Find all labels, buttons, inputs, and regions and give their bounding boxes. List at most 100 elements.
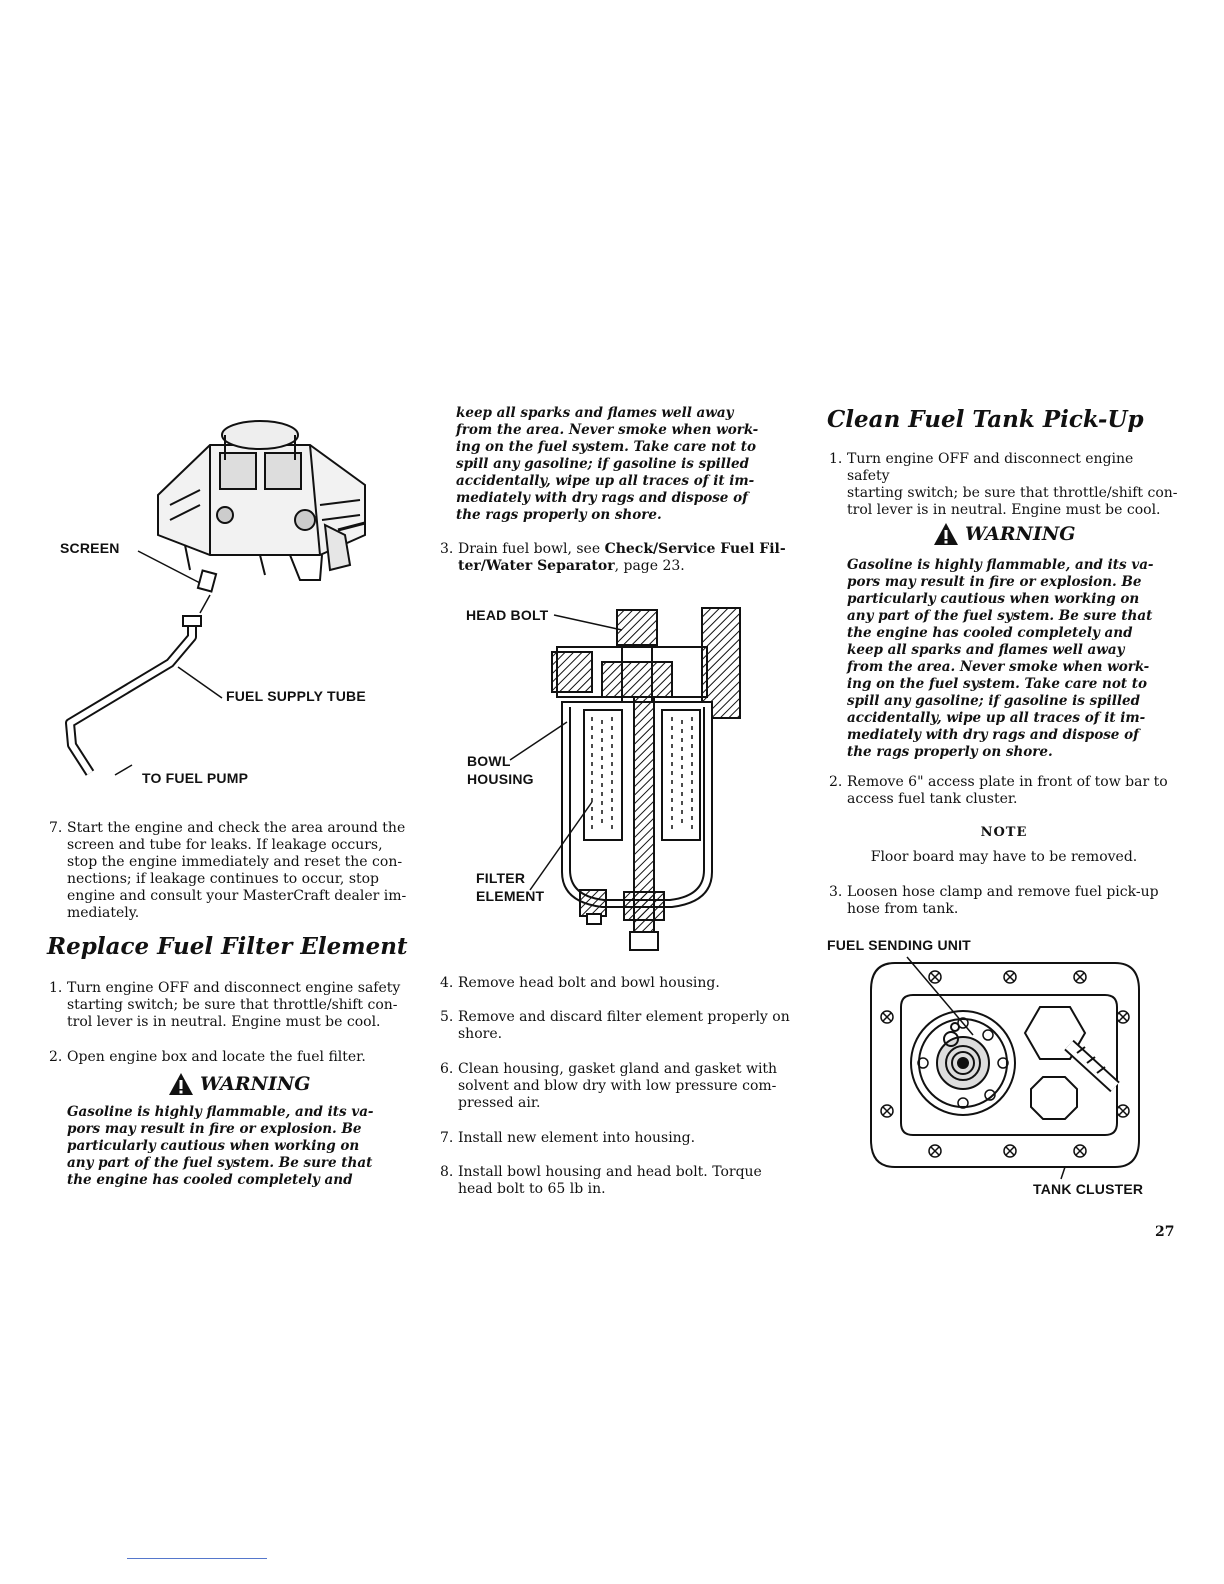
- step-number: 1.: [829, 451, 843, 467]
- step-number: 5.: [440, 1009, 454, 1025]
- element-label: ELEMENT: [476, 888, 545, 904]
- step-number: 7.: [49, 820, 63, 836]
- text-span: Drain fuel bowl, see: [458, 541, 605, 557]
- text-line: Remove head bolt and bowl housing.: [458, 975, 720, 991]
- clean-pickup-heading: Clean Fuel Tank Pick-Up: [827, 406, 1144, 433]
- step-number: 8.: [440, 1164, 454, 1180]
- step-text: Start the engine and check the area arou…: [67, 820, 406, 922]
- text-line: pors may result in fire or explosion. Be: [847, 574, 1142, 590]
- text-line: Remove 6" access plate in front of tow b…: [847, 774, 1168, 790]
- text-line: Install new element into housing.: [458, 1130, 696, 1146]
- step-text: Drain fuel bowl, see Check/Service Fuel …: [458, 541, 786, 575]
- warning-triangle-icon: [169, 1073, 193, 1095]
- replace-warning-text: Gasoline is highly flammable, and its va…: [67, 1104, 397, 1189]
- step-text: Turn engine OFF and disconnect engine sa…: [67, 980, 400, 1031]
- tank-cluster-figure: FUEL SENDING UNIT TANK CLUSTER: [825, 935, 1155, 1205]
- text-line: hose from tank.: [847, 901, 959, 917]
- screen-label: SCREEN: [60, 540, 120, 556]
- step-text: Open engine box and locate the fuel filt…: [67, 1049, 366, 1065]
- text-line: mediately with dry rags and dispose of: [847, 727, 1139, 743]
- text-line: pors may result in fire or explosion. Be: [67, 1121, 362, 1137]
- tank-cluster-drawing: [870, 956, 1140, 1180]
- step-number: 3.: [440, 541, 454, 557]
- text-line: the engine has cooled completely and: [67, 1172, 353, 1188]
- text-line: starting switch; be sure that throttle/s…: [67, 997, 398, 1013]
- text-line: pressed air.: [458, 1095, 541, 1111]
- text-line: from the area. Never smoke when work-: [847, 659, 1150, 675]
- carburetor-figure: SCREEN FUEL SUPPLY TUBE TO FUEL PUMP: [60, 405, 420, 805]
- step-number: 7.: [440, 1130, 454, 1146]
- text-line: accidentally, wipe up all traces of it i…: [847, 710, 1146, 726]
- step-text: Turn engine OFF and disconnect engine sa…: [847, 451, 1179, 519]
- text-line: Drain fuel bowl, see Check/Service Fuel …: [458, 541, 786, 558]
- step-text: Clean housing, gasket gland and gasket w…: [458, 1061, 777, 1112]
- note-text: Floor board may have to be removed.: [870, 849, 1138, 865]
- text-line: the engine has cooled completely and: [847, 625, 1133, 641]
- step-number: 4.: [440, 975, 454, 991]
- page-number: 27: [1155, 1224, 1175, 1240]
- text-line: Gasoline is highly flammable, and its va…: [67, 1104, 374, 1120]
- text-span: , page 23.: [614, 558, 685, 574]
- text-line: Install bowl housing and head bolt. Torq…: [458, 1164, 762, 1180]
- text-line: keep all sparks and flames well away: [847, 642, 1125, 658]
- text-line: Clean housing, gasket gland and gasket w…: [458, 1061, 778, 1077]
- text-line: head bolt to 65 lb in.: [458, 1181, 606, 1197]
- text-line: nections; if leakage continues to occur,…: [67, 871, 380, 887]
- text-line: spill any gasoline; if gasoline is spill…: [847, 693, 1141, 709]
- bowl-label: BOWL: [467, 753, 511, 769]
- text-line: from the area. Never smoke when work-: [456, 422, 759, 438]
- text-line: Gasoline is highly flammable, and its va…: [847, 557, 1154, 573]
- filter-label: FILTER: [476, 870, 526, 886]
- step-number: 3.: [829, 884, 843, 900]
- middle-warning-continued: keep all sparks and flames well away fro…: [456, 405, 786, 524]
- fuel-supply-tube-label: FUEL SUPPLY TUBE: [226, 688, 366, 704]
- text-line: ing on the fuel system. Take care not to: [847, 676, 1148, 692]
- clean-warning-heading: WARNING: [933, 522, 1076, 546]
- text-line: Turn engine OFF and disconnect engine sa…: [67, 980, 401, 996]
- note-heading: NOTE: [980, 825, 1028, 840]
- fuel-filter-figure: HEAD BOLT BOWL HOUSING FILTER ELEMENT: [462, 602, 762, 952]
- step-text: Remove head bolt and bowl housing.: [458, 975, 720, 992]
- text-line: keep all sparks and flames well away: [456, 405, 734, 421]
- step-number: 2.: [829, 774, 843, 790]
- footer-rule: [127, 1558, 267, 1559]
- text-line: shore.: [458, 1026, 503, 1042]
- step-text: Loosen hose clamp and remove fuel pick-u…: [847, 884, 1159, 918]
- tank-cluster-label: TANK CLUSTER: [1033, 1181, 1144, 1197]
- carburetor-drawing: [65, 420, 366, 776]
- text-line: access fuel tank cluster.: [847, 791, 1018, 807]
- text-line: engine and consult your MasterCraft deal…: [67, 888, 407, 904]
- text-line: particularly cautious when working on: [847, 591, 1140, 607]
- text-line: ter/Water Separator, page 23.: [458, 558, 786, 575]
- fuel-sending-unit-label: FUEL SENDING UNIT: [827, 937, 971, 953]
- step-text: Install new element into housing.: [458, 1130, 695, 1147]
- text-line: stop the engine immediately and reset th…: [67, 854, 403, 870]
- step-number: 6.: [440, 1061, 454, 1077]
- head-bolt-label: HEAD BOLT: [466, 607, 549, 623]
- clean-warning-text: Gasoline is highly flammable, and its va…: [847, 557, 1177, 761]
- step-number: 2.: [49, 1049, 63, 1065]
- text-line: starting switch; be sure that throttle/s…: [847, 485, 1178, 501]
- text-line: Start the engine and check the area arou…: [67, 820, 406, 836]
- to-fuel-pump-label: TO FUEL PUMP: [142, 770, 249, 786]
- text-line: mediately with dry rags and dispose of: [456, 490, 748, 506]
- step-text: Remove 6" access plate in front of tow b…: [847, 774, 1168, 808]
- replace-warning-heading: WARNING: [168, 1072, 311, 1096]
- text-line: ing on the fuel system. Take care not to: [456, 439, 757, 455]
- warning-title: WARNING: [200, 1073, 311, 1095]
- warning-triangle-icon: [934, 523, 958, 545]
- text-line: Loosen hose clamp and remove fuel pick-u…: [847, 884, 1159, 900]
- step-text: Remove and discard filter element proper…: [458, 1009, 790, 1043]
- housing-label: HOUSING: [467, 771, 534, 787]
- text-line: Remove and discard filter element proper…: [458, 1009, 790, 1025]
- text-line: particularly cautious when working on: [67, 1138, 360, 1154]
- text-line: accidentally, wipe up all traces of it i…: [456, 473, 755, 489]
- step-number: 1.: [49, 980, 63, 996]
- text-line: trol lever is in neutral. Engine must be…: [847, 502, 1161, 518]
- cross-reference: ter/Water Separator: [458, 558, 615, 574]
- text-line: screen and tube for leaks. If leakage oc…: [67, 837, 383, 853]
- text-line: spill any gasoline; if gasoline is spill…: [456, 456, 750, 472]
- warning-title: WARNING: [965, 523, 1076, 545]
- text-line: mediately.: [67, 905, 140, 921]
- cross-reference: Check/Service Fuel Fil-: [604, 541, 786, 557]
